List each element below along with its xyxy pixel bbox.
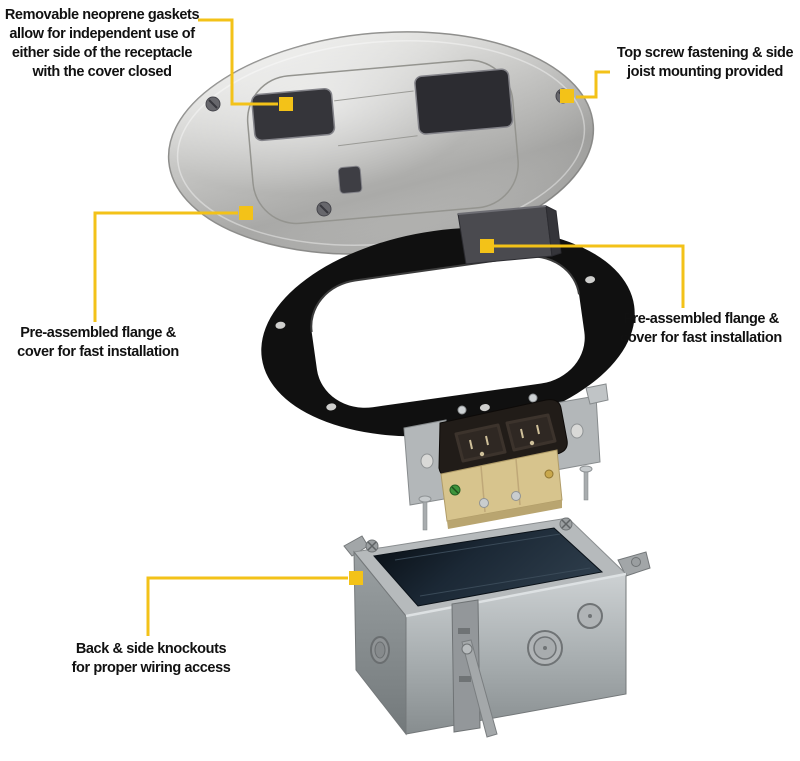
cover-plate bbox=[167, 31, 595, 255]
receptacle-housing bbox=[457, 205, 562, 265]
annotation-preassembled-flange-left: Pre-assembled flange & cover for fast in… bbox=[17, 325, 179, 361]
box-opening bbox=[373, 527, 604, 607]
callout-line-top-screw bbox=[576, 70, 610, 99]
gasket-hole bbox=[275, 321, 286, 329]
callout-line-preassembled-left bbox=[93, 211, 238, 322]
callout-line-removable-gaskets bbox=[198, 18, 278, 106]
callout-marker-flange-right bbox=[480, 239, 494, 253]
bracket-lever bbox=[461, 639, 498, 738]
terminal-screw-brass bbox=[544, 469, 554, 479]
outlet-left bbox=[454, 423, 507, 463]
callout-line-knockouts bbox=[146, 576, 348, 636]
gasket-hole bbox=[326, 403, 337, 411]
cover-seam bbox=[246, 59, 519, 225]
annotation-top-screw-fastening: Top screw fastening & side joist mountin… bbox=[616, 45, 794, 81]
outlet-right bbox=[505, 413, 557, 452]
cover-latch-tab bbox=[337, 165, 363, 194]
callout-marker-gasket-lid bbox=[279, 97, 293, 111]
callout-line-preassembled-right bbox=[494, 244, 685, 308]
electrical-box bbox=[343, 517, 651, 738]
box-screw bbox=[631, 557, 641, 567]
callout-lines bbox=[93, 18, 685, 636]
cover-lid-right bbox=[414, 68, 514, 135]
cover-lid-left bbox=[251, 87, 336, 142]
callout-marker-flange-left bbox=[239, 206, 253, 220]
mounting-screws bbox=[418, 465, 593, 531]
gasket-hole bbox=[585, 276, 596, 284]
terminal-screw bbox=[511, 491, 521, 501]
callout-markers bbox=[239, 89, 574, 585]
neoprene-gasket bbox=[261, 227, 635, 437]
terminal-screw bbox=[479, 498, 489, 508]
annotation-removable-gaskets: Removable neoprene gaskets allow for ind… bbox=[4, 7, 200, 81]
gasket-hole bbox=[479, 404, 490, 412]
callout-marker-top-screw bbox=[560, 89, 574, 103]
receptacle bbox=[403, 383, 609, 529]
callout-marker-knockouts bbox=[349, 571, 363, 585]
annotation-preassembled-flange-right: Pre-assembled flange & cover for fast in… bbox=[620, 311, 782, 347]
annotation-knockouts: Back & side knockouts for proper wiring … bbox=[71, 641, 231, 677]
